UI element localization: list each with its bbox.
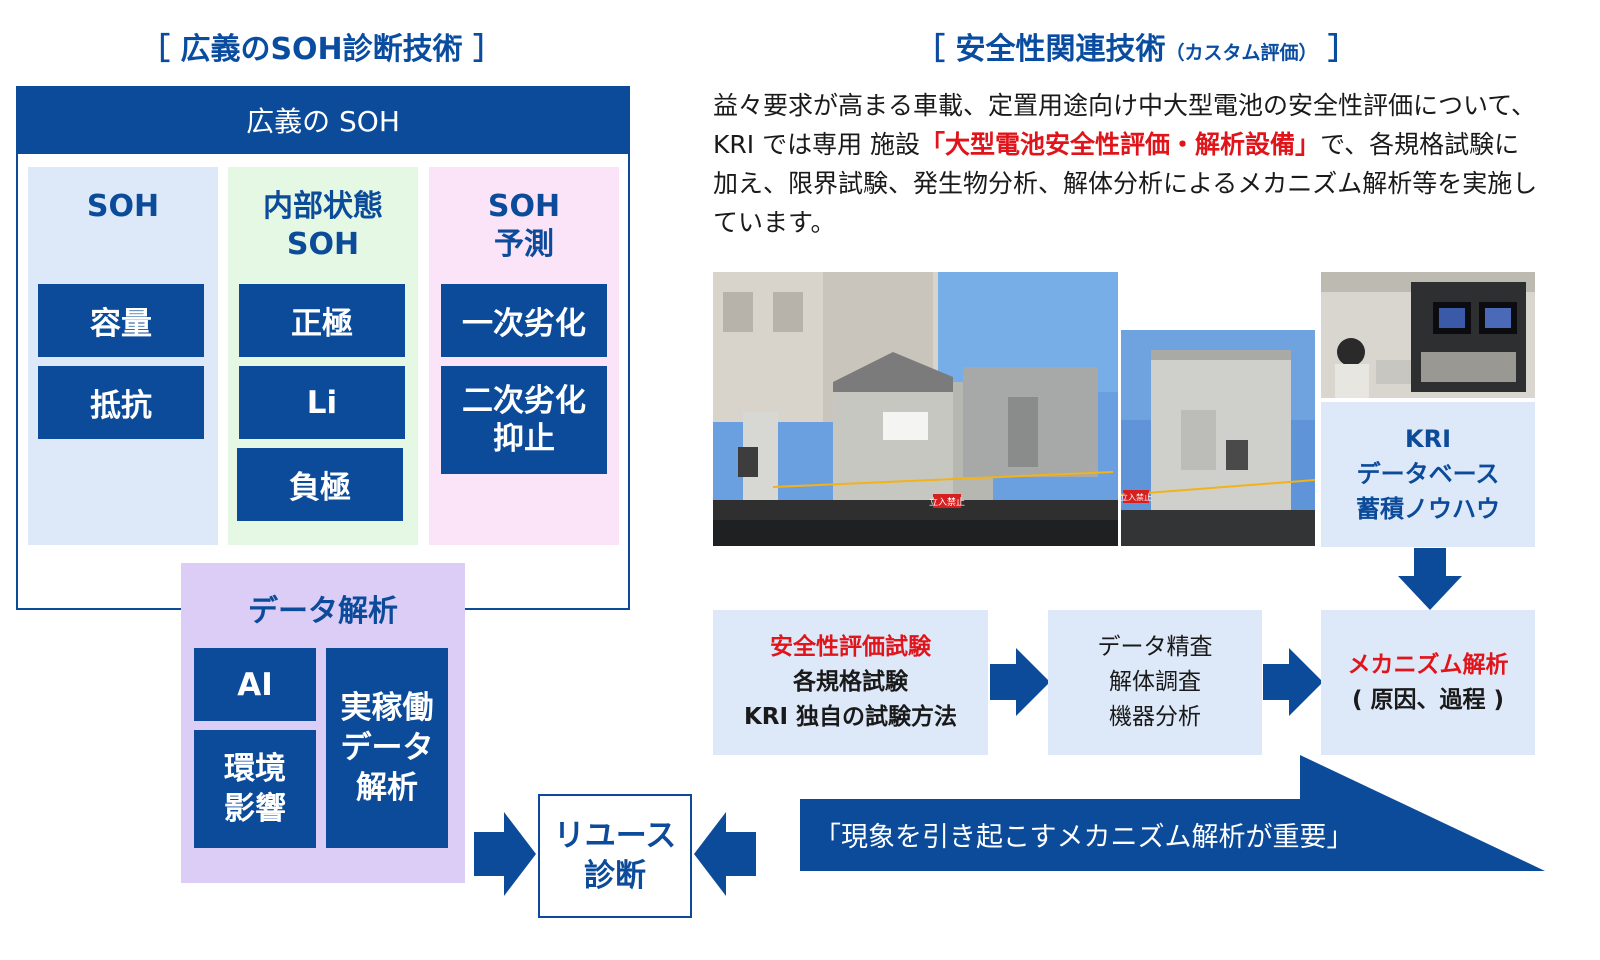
mechanism-analysis-box: メカニズム解析 ( 原因、過程 )	[1321, 610, 1535, 755]
arrow-right-icon	[474, 812, 536, 896]
svg-text:立入禁止: 立入禁止	[1121, 492, 1152, 502]
reuse-diagnosis-box: リユース 診断	[538, 794, 692, 918]
facility-name: 「大型電池安全性評価・解析設備」	[920, 130, 1321, 159]
cathode-box: 正極	[239, 284, 405, 357]
svg-text:立入禁止: 立入禁止	[929, 496, 965, 508]
left-heading: ［ 広義のSOH診断技術 ］	[140, 32, 504, 67]
resistance-box: 抵抗	[38, 366, 204, 439]
safety-test-box: 安全性評価試験 各規格試験 KRI 独自の試験方法	[713, 610, 988, 755]
soh-prediction-title: SOH 予測	[487, 189, 561, 262]
arrow-left-icon	[694, 812, 756, 896]
facility-photo-small: 立入禁止	[1121, 330, 1315, 546]
primary-degradation-box: 一次劣化	[441, 284, 607, 357]
banner-arrow-shape	[800, 755, 1545, 871]
arrow-down-icon	[1398, 548, 1462, 610]
facility-photo-large: 立入禁止	[713, 272, 1118, 546]
real-operation-box: 実稼働 データ 解析	[326, 648, 448, 848]
kri-database-box: KRI データベース 蓄積ノウハウ	[1321, 402, 1535, 547]
li-box: Li	[239, 366, 405, 439]
anode-box: 負極	[237, 448, 403, 521]
description-paragraph: 益々要求が高まる車載、定置用途向け中大型電池の安全性評価について、KRI では専…	[713, 91, 1538, 237]
banner-text: 「現象を引き起こすメカニズム解析が重要」	[814, 822, 1354, 853]
soh-column-title: SOH	[86, 189, 160, 224]
lab-equipment-photo	[1321, 272, 1535, 398]
flow-arrow-2-icon	[1263, 648, 1323, 716]
ai-box: AI	[194, 648, 316, 721]
flow-arrow-1-icon	[990, 648, 1050, 716]
right-heading: ［ 安全性関連技術（カスタム評価） ］	[915, 32, 1358, 67]
internal-state-title: 内部状態 SOH	[263, 189, 383, 262]
data-analysis-title: データ解析	[248, 594, 398, 629]
panel-title: 広義の SOH	[16, 86, 630, 154]
capacity-box: 容量	[38, 284, 204, 357]
environment-box: 環境 影響	[194, 730, 316, 848]
secondary-degradation-box: 二次劣化 抑止	[441, 366, 607, 474]
data-inspection-box: データ精査 解体調査 機器分析	[1048, 610, 1262, 755]
